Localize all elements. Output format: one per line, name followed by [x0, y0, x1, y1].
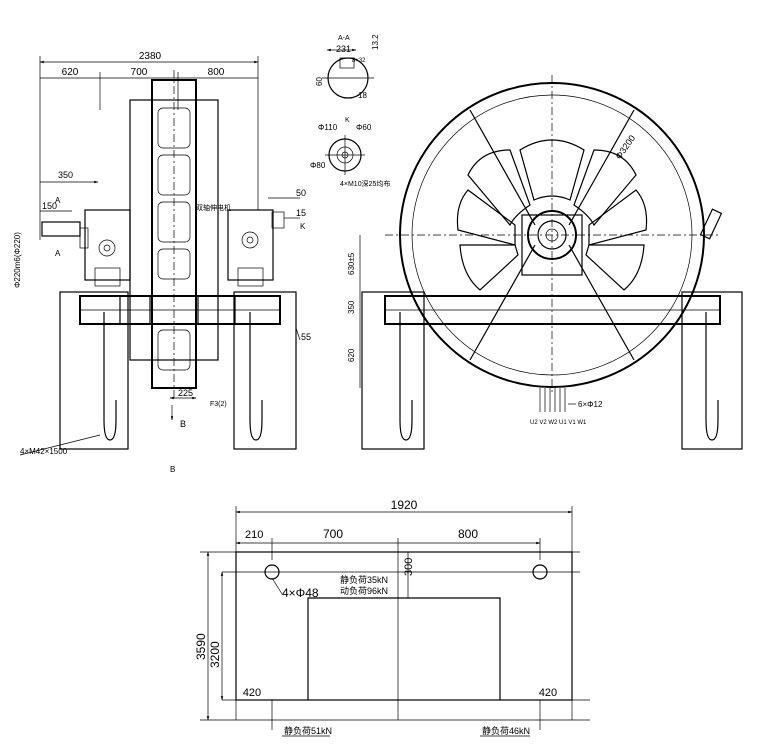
shaft-diameter: Φ220m6(Φ220) — [13, 232, 22, 288]
mesh-panel-left — [456, 189, 516, 246]
dim-350: 350 — [58, 170, 73, 180]
view-b-label: B — [170, 465, 175, 474]
dim-50: 50 — [296, 188, 306, 198]
dia-80: Φ80 — [310, 161, 326, 170]
plan-depth-3200: 3200 — [208, 641, 222, 668]
plan-view: 1920 210 700 800 3590 3200 300 4×Φ48 静负荷… — [194, 498, 590, 737]
plan-right-420: 420 — [539, 687, 557, 699]
view-k-holes: 4×M10深25均布 — [340, 179, 390, 188]
plan-dim-800: 800 — [458, 527, 478, 541]
dia-60: Φ60 — [356, 123, 372, 132]
section-aa: A-A 231 8×32 13.2 60 18 — [315, 34, 380, 100]
label-part: F3(2) — [210, 401, 227, 408]
dim-700: 700 — [131, 67, 148, 78]
dim-18: 18 — [358, 91, 367, 100]
plan-dim-700: 700 — [323, 527, 343, 541]
dim-150: 150 — [42, 201, 57, 211]
dim-620: 620 — [62, 67, 79, 78]
dim-13-2: 13.2 — [371, 34, 380, 50]
side-dim-350: 350 — [347, 300, 356, 314]
mesh-panel-right — [588, 189, 648, 246]
mark-k: K — [300, 222, 306, 231]
plan-dynamic-load: 动负荷96kN — [340, 585, 388, 596]
section-mark-a-top: A — [55, 196, 61, 205]
plan-static-load: 静负荷35kN — [340, 574, 388, 585]
dim-60: 60 — [315, 77, 324, 86]
mark-b: B — [180, 419, 186, 429]
plan-depth-3590: 3590 — [194, 633, 208, 660]
mesh-panel-top — [519, 139, 585, 201]
terminal-labels: U2 V2 W2 U1 V1 W1 — [530, 420, 587, 426]
plan-dim-210: 210 — [245, 529, 263, 541]
bolt-spec: 4×M42×1500 — [20, 447, 68, 456]
dim-231: 231 — [336, 44, 351, 54]
front-view: 2380 620 700 800 — [13, 51, 311, 456]
dim-225: 225 — [178, 388, 193, 398]
dim-800: 800 — [208, 67, 225, 78]
plan-dim-300: 300 — [403, 558, 415, 576]
section-aa-title: A-A — [338, 35, 350, 42]
plan-width-1920: 1920 — [391, 498, 418, 512]
mesh-panel-left-bottom — [459, 244, 519, 291]
dim-2380: 2380 — [139, 51, 162, 62]
mesh-panel-right-top — [573, 149, 637, 227]
section-mark-a-bottom: A — [55, 249, 61, 258]
anchor-hole-left — [264, 564, 280, 580]
dim-55: 55 — [301, 332, 311, 342]
side-view: 6×Φ12 U2 V2 W2 U1 V1 W1 Φ3200 630±5 350 … — [347, 75, 743, 450]
side-dim-620: 620 — [347, 348, 356, 362]
anchor-hole-right — [532, 564, 548, 580]
dia-110: Φ110 — [318, 123, 338, 132]
plan-holes: 4×Φ48 — [282, 586, 319, 600]
dia-3200: Φ3200 — [613, 133, 637, 161]
plan-left-420: 420 — [243, 687, 261, 699]
view-k: K Φ110 Φ60 Φ80 4×M10深25均布 — [310, 117, 390, 188]
view-k-title: K — [345, 117, 350, 124]
mesh-panel-left-top — [467, 149, 531, 227]
mesh-panel-right-bottom — [585, 244, 645, 291]
cable-count: 6×Φ12 — [578, 400, 603, 409]
plan-load-right: 静负荷46kN — [482, 725, 530, 736]
dim-630: 630±5 — [347, 252, 356, 275]
plan-load-left: 静负荷51kN — [284, 725, 332, 736]
dim-15: 15 — [296, 208, 306, 218]
label-note: 双轴伸电机 — [196, 203, 231, 212]
